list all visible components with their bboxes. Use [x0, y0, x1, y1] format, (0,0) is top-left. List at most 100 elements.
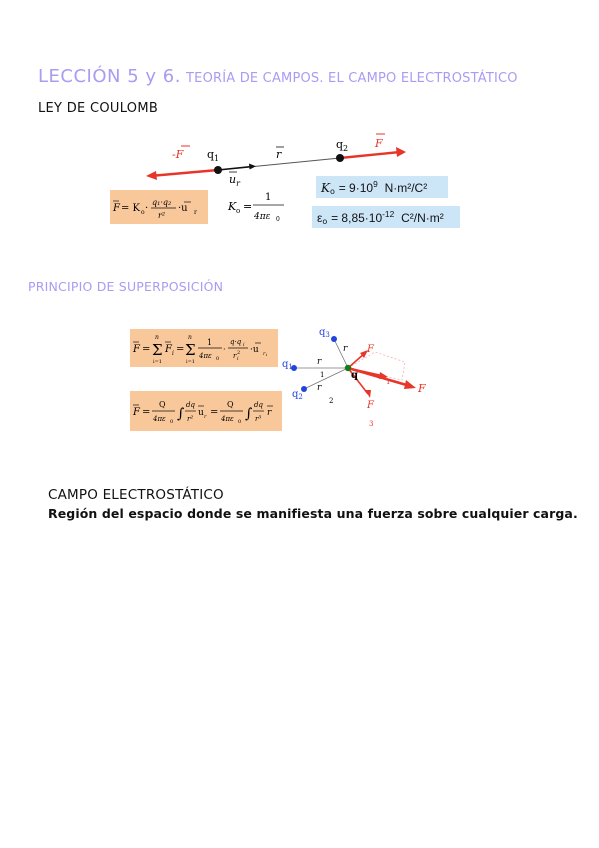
section-coulomb-heading: LEY DE COULOMB — [38, 101, 159, 116]
svg-text:∫: ∫ — [177, 406, 184, 422]
svg-text:·: · — [223, 345, 226, 354]
svg-text:·u: ·u — [178, 203, 188, 214]
coulomb-formula-render: F = K o · q₁·q₂ r² ·u r — [112, 198, 197, 220]
svg-text:F: F — [164, 344, 173, 355]
svg-text:F: F — [132, 344, 141, 355]
q1-label-sp: q1 — [282, 359, 293, 371]
svg-text:o: o — [141, 209, 145, 216]
force-parallelogram — [347, 351, 406, 381]
svg-text:Σ: Σ — [185, 341, 196, 359]
svg-text:F: F — [132, 407, 141, 418]
r-vector-label: r — [276, 148, 282, 161]
lesson-topic: TEORÍA DE CAMPOS. EL CAMPO ELECTROSTÁTIC… — [186, 71, 518, 86]
svg-text:Q: Q — [159, 400, 166, 409]
r3-line — [333, 338, 349, 369]
svg-text:4πε: 4πε — [198, 352, 212, 360]
charge-q1-dot — [291, 365, 297, 371]
svg-text:=: = — [176, 344, 184, 355]
svg-text:n: n — [188, 334, 192, 341]
q-label: q — [351, 370, 358, 381]
svg-text:0: 0 — [216, 356, 219, 362]
svg-text:r³: r³ — [255, 415, 261, 423]
section-superposition-heading: PRINCIPIO DE SUPERPOSICIÓN — [28, 279, 224, 294]
ko-definition: K o = 1 4πε 0 — [227, 192, 284, 223]
lesson-number: LECCIÓN 5 y 6. — [38, 66, 181, 87]
svg-text:1: 1 — [207, 338, 212, 347]
svg-text:0: 0 — [276, 216, 280, 223]
q2-label: q2 — [336, 138, 348, 153]
svg-text:r: r — [194, 209, 197, 216]
svg-text:r: r — [233, 352, 237, 360]
unit-vector-arrow — [217, 165, 253, 171]
svg-text:= K: = K — [121, 203, 141, 214]
r1-index: 1 — [320, 371, 324, 379]
svg-text:r: r — [204, 414, 207, 420]
svg-text:4πε: 4πε — [152, 415, 166, 423]
svg-text:i=1: i=1 — [186, 359, 195, 365]
eps-value-box: εo = 8,85·10-12 C²/N·m² — [312, 206, 460, 228]
svg-text:∫: ∫ — [245, 406, 252, 422]
unit-vector-label: ur — [229, 173, 241, 188]
r2-line — [303, 367, 349, 390]
svg-text:·: · — [145, 203, 148, 214]
force-arrow — [339, 150, 401, 160]
f3-index: 3 — [369, 420, 373, 428]
r3-label: r — [343, 344, 348, 354]
svg-text:Q: Q — [227, 400, 234, 409]
continuous-distribution-formula: F = Q 4πε 0 ∫ dq r² u r = Q 4πε 0 ∫ dq r… — [130, 391, 282, 431]
q3-label-sp: q3 — [319, 327, 330, 339]
charge-q2 — [336, 154, 344, 162]
superposition-sum-formula: F = Σ n i=1 F i = Σ n i=1 1 4πε 0 · q·q … — [130, 329, 278, 367]
coulomb-diagram: -F q1 r q2 F ur — [146, 133, 406, 188]
r1-label: r — [317, 357, 322, 367]
svg-text:i=1: i=1 — [153, 359, 162, 365]
svg-text:=: = — [243, 200, 252, 213]
unit-vector-arrowhead — [249, 163, 256, 170]
svg-text:r²: r² — [158, 211, 165, 220]
ko-value-text: Ko = 9·109 N·m²/C² — [321, 179, 428, 196]
force-label: F — [374, 137, 383, 150]
svg-text:r: r — [263, 351, 266, 357]
charge-q1 — [214, 166, 222, 174]
q1-label: q1 — [207, 148, 219, 163]
svg-text:i: i — [172, 350, 174, 357]
svg-text:2: 2 — [237, 350, 240, 356]
resultant-force — [347, 366, 411, 388]
f1-index: 1 — [386, 378, 390, 386]
svg-text:dq: dq — [254, 401, 263, 409]
svg-text:q·q: q·q — [230, 338, 242, 346]
neg-force-arrow — [149, 168, 219, 178]
page-title: LECCIÓN 5 y 6. TEORÍA DE CAMPOS. EL CAMP… — [38, 66, 518, 87]
svg-text:0: 0 — [170, 419, 173, 425]
svg-text:dq: dq — [186, 401, 195, 409]
r2-index: 2 — [329, 397, 333, 405]
resultant-label: F — [417, 382, 426, 395]
test-charge-q — [344, 364, 352, 372]
svg-text:Σ: Σ — [152, 341, 163, 359]
svg-text:i: i — [266, 352, 268, 357]
svg-text:K: K — [227, 200, 237, 213]
superposition-diagram: q q1 q2 q3 r 1 r 2 r F 1 F 3 F — [282, 327, 426, 428]
svg-text:i: i — [237, 356, 239, 362]
superposition-sum-render: F = Σ n i=1 F i = Σ n i=1 1 4πε 0 · q·q … — [132, 334, 268, 365]
svg-text:=: = — [142, 407, 150, 418]
svg-text:q₁·q₂: q₁·q₂ — [152, 198, 171, 207]
neg-force-label: -F — [172, 148, 184, 161]
svg-text:1: 1 — [265, 192, 271, 203]
svg-text:r: r — [267, 408, 272, 418]
svg-text:=: = — [210, 407, 218, 418]
svg-text:=: = — [142, 344, 150, 355]
neg-force-arrowhead — [146, 171, 157, 180]
force-f3 — [347, 367, 369, 395]
continuous-distribution-render: F = Q 4πε 0 ∫ dq r² u r = Q 4πε 0 ∫ dq r… — [132, 400, 273, 425]
svg-text:n: n — [155, 334, 159, 341]
ko-value-box: Ko = 9·109 N·m²/C² — [316, 176, 448, 198]
svg-text:i: i — [243, 342, 245, 348]
f2-label: F — [366, 344, 375, 355]
q2-label-sp: q2 — [292, 389, 303, 401]
f3-label: F — [366, 400, 375, 411]
eps-value-text: εo = 8,85·10-12 C²/N·m² — [317, 209, 444, 226]
svg-text:4πε: 4πε — [253, 212, 271, 222]
field-definition: Región del espacio donde se manifiesta u… — [48, 506, 578, 521]
coulomb-law-formula: F = K o · q₁·q₂ r² ·u r — [110, 190, 208, 224]
